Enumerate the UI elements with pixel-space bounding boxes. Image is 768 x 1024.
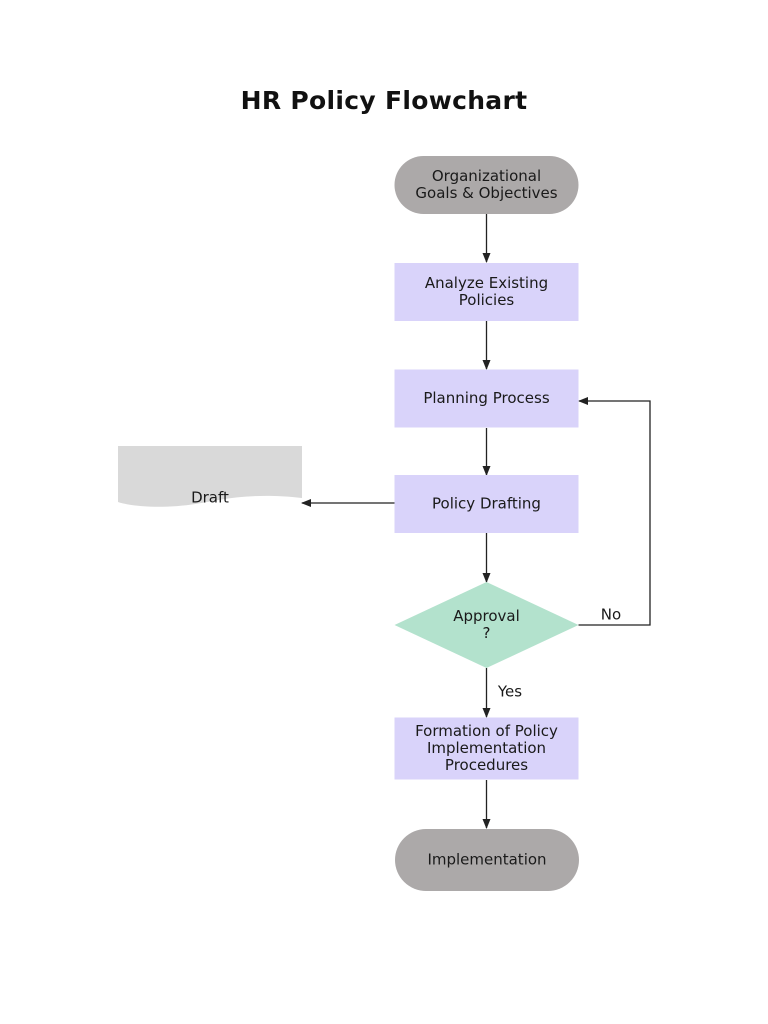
connector-arrow [578, 397, 651, 626]
node-label: Implementation [427, 739, 546, 757]
edge-approval-to-formation: Yes [482, 668, 522, 718]
edge-approval-to-planning: No [578, 397, 651, 626]
node-label: Procedures [445, 756, 528, 774]
edge-label-no: No [601, 606, 621, 624]
process-shape [394, 717, 579, 780]
node-label: Formation of Policy [415, 722, 558, 740]
node-label: Policies [459, 291, 515, 309]
node-label: ? [483, 624, 491, 642]
process-shape [394, 475, 579, 533]
document-shape [118, 446, 302, 507]
node-label: Goals & Objectives [415, 184, 557, 202]
node-implementation: Implementation [395, 829, 579, 891]
node-label: Approval [453, 607, 520, 625]
edge-label-yes: Yes [497, 683, 522, 701]
node-formation: Formation of PolicyImplementationProcedu… [394, 717, 579, 780]
diagram-title: HR Policy Flowchart [241, 86, 528, 115]
node-approval: Approval? [394, 582, 579, 668]
node-label: Organizational [432, 167, 541, 185]
process-shape [394, 263, 579, 321]
node-drafting: Policy Drafting [394, 475, 579, 533]
node-label: Draft [191, 489, 229, 507]
node-label: Implementation [427, 851, 546, 869]
node-label: Planning Process [423, 389, 549, 407]
node-draft: Draft [118, 446, 302, 507]
node-label: Policy Drafting [432, 495, 541, 513]
decision-shape [394, 582, 579, 668]
node-planning: Planning Process [394, 369, 579, 428]
node-label: Analyze Existing [425, 274, 548, 292]
terminal-shape [395, 829, 579, 891]
terminal-shape [394, 156, 579, 214]
process-shape [394, 369, 579, 428]
